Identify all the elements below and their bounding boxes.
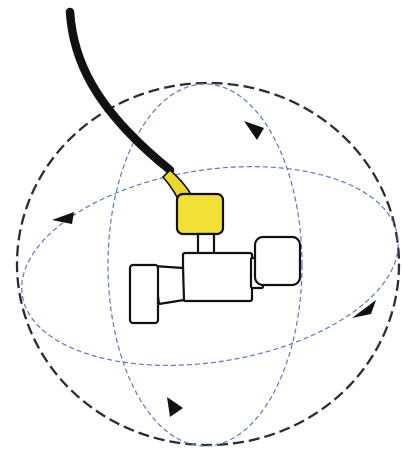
device-center-body [183, 253, 252, 301]
device-left-cap [130, 265, 158, 323]
device-right-cap [255, 237, 300, 285]
cable-connector [177, 194, 223, 234]
